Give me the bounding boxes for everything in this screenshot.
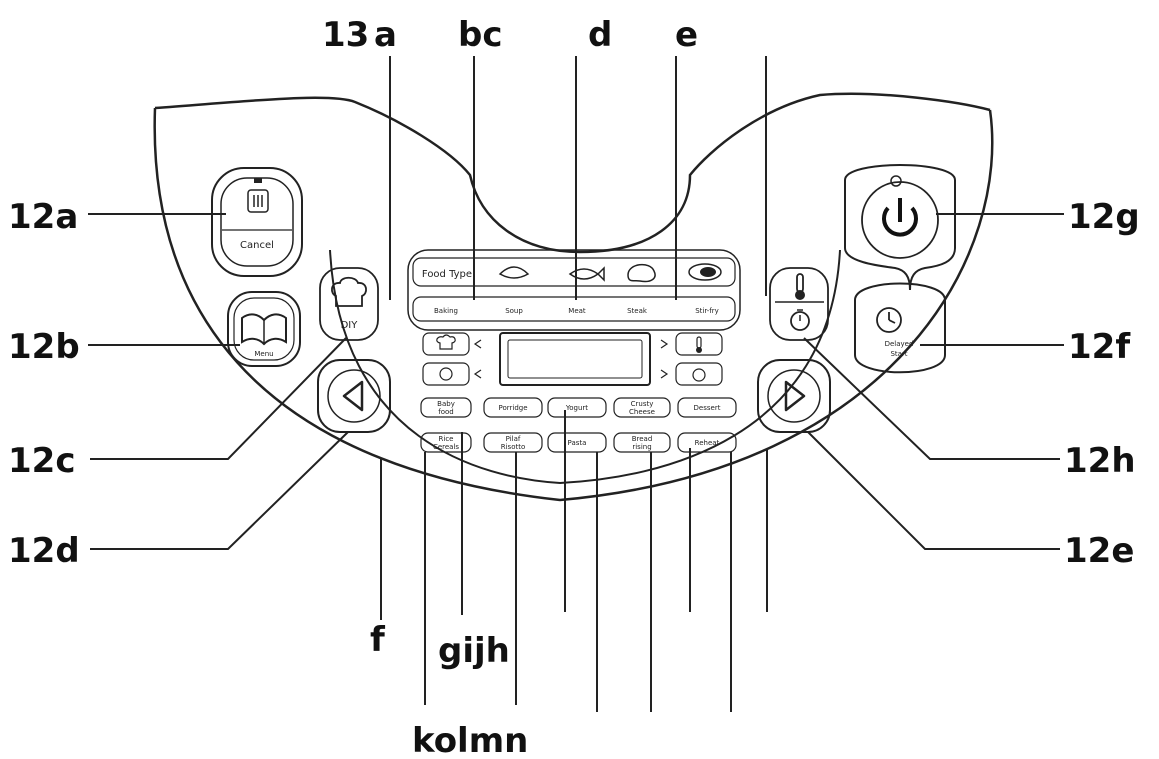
callout-f: f [370, 620, 386, 660]
program-label: Baby [437, 400, 455, 408]
left-arrow-icon [342, 380, 364, 412]
lcd-left-indicators [422, 332, 482, 386]
chef-hat-icon [331, 276, 367, 307]
program-button-reheat[interactable]: Reheat [677, 432, 737, 453]
cancel-label: Cancel [240, 240, 274, 251]
program-button-crusty-cheese[interactable]: Crusty Cheese [613, 397, 671, 418]
food-icon-stirfry [688, 263, 722, 281]
program-label: Porridge [498, 404, 527, 412]
callout-kolmn: kolmn [412, 721, 528, 759]
callout-12h: 12h [1064, 441, 1136, 481]
food-option-steak: Steak [627, 307, 648, 315]
food-type-title: Food Type [422, 269, 472, 280]
program-label: Cereals [433, 443, 459, 451]
callout-12f: 12f [1068, 327, 1131, 367]
start-label: Start [890, 350, 907, 358]
program-label: Risotto [501, 443, 526, 451]
clock-icon [876, 307, 902, 333]
delayed-label: Delayed [885, 340, 914, 348]
food-option-row [412, 296, 736, 322]
timer-icon [790, 309, 810, 331]
food-option-baking: Baking [434, 307, 458, 315]
callout-12e: 12e [1064, 531, 1134, 571]
food-option-meat: Meat [568, 307, 586, 315]
program-button-pasta[interactable]: Pasta [547, 432, 607, 453]
program-button-porridge[interactable]: Porridge [483, 397, 543, 418]
food-icon-fish [568, 266, 605, 282]
callout-13: 13 [322, 15, 369, 55]
program-label: Pasta [568, 439, 587, 447]
program-button-yogurt[interactable]: Yogurt [547, 397, 607, 418]
callout-e: e [675, 15, 698, 55]
callout-12b: 12b [8, 327, 80, 367]
diy-label: DIY [341, 320, 359, 331]
menu-button[interactable]: Menu [227, 291, 301, 367]
program-label: Pilaf [506, 435, 521, 443]
callout-d: d [588, 15, 612, 55]
callout-labels: 13 a bc d e 12a 12b 12c 12d 12g 12f 12h … [8, 15, 1140, 759]
thermometer-icon [795, 273, 805, 300]
power-icon [882, 198, 918, 237]
menu-label: Menu [254, 350, 273, 358]
callout-12d: 12d [8, 531, 80, 571]
program-label: Dessert [694, 404, 721, 412]
program-button-rice-cereals[interactable]: Rice Cereals [420, 432, 472, 453]
lcd-display [499, 332, 651, 386]
program-label: Crusty [631, 400, 654, 408]
diy-button[interactable]: DIY [319, 267, 379, 341]
program-label: Reheat [695, 439, 720, 447]
left-arrow-button[interactable] [317, 359, 391, 433]
program-label: food [438, 408, 453, 416]
delayed-start-button[interactable]: Delayed Start [854, 282, 946, 374]
program-row-2: Rice Cereals Pilaf Risotto Pasta Bread r… [420, 432, 737, 453]
food-type-panel: Food Type [412, 257, 736, 287]
program-button-pilaf-risotto[interactable]: Pilaf Risotto [483, 432, 543, 453]
right-arrow-icon [784, 380, 806, 412]
right-arrow-button[interactable] [757, 359, 831, 433]
lcd-right-indicators [660, 332, 723, 386]
recipe-book-icon [241, 313, 287, 346]
pause-icon [247, 189, 269, 213]
program-label: Yogurt [565, 404, 588, 412]
food-option-soup: Soup [505, 307, 523, 315]
program-button-baby-food[interactable]: Baby food [420, 397, 472, 418]
callout-12c: 12c [8, 441, 75, 481]
program-button-bread-rising[interactable]: Bread rising [613, 432, 671, 453]
food-option-stir-fry: Stir-fry [695, 307, 719, 315]
program-label: Cheese [629, 408, 655, 416]
temp-timer-button[interactable] [769, 267, 829, 341]
power-button[interactable] [844, 164, 956, 291]
callout-gijh: gijh [438, 631, 510, 671]
program-button-dessert[interactable]: Dessert [677, 397, 737, 418]
leader-lines [88, 56, 1064, 712]
callout-a: a [374, 15, 397, 55]
program-label: Rice [439, 435, 454, 443]
food-icon-baking [498, 266, 530, 279]
program-row-1: Baby food Porridge Yogurt Crusty Cheese … [420, 397, 737, 418]
cancel-button[interactable]: Cancel [211, 167, 303, 277]
callout-12a: 12a [8, 197, 78, 237]
food-icon-meat [627, 263, 656, 283]
program-label: rising [632, 443, 651, 451]
callout-bc: bc [458, 15, 503, 55]
program-label: Bread [632, 435, 653, 443]
callout-12g: 12g [1068, 197, 1140, 237]
